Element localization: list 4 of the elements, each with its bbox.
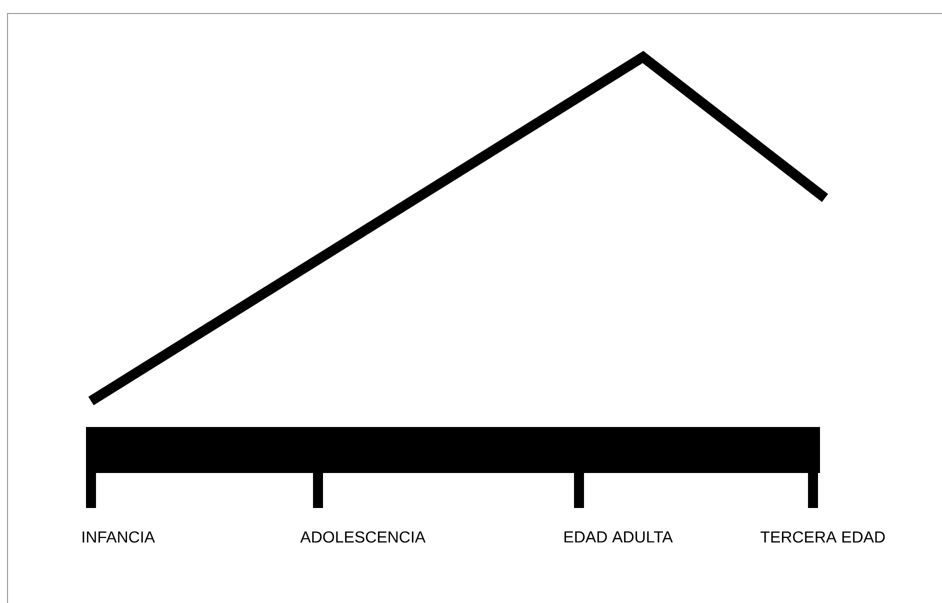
stage-label: ADOLESCENCIA <box>300 531 426 543</box>
stage-label: TERCERA EDAD <box>760 531 885 543</box>
stage-label: INFANCIA <box>82 531 155 543</box>
stage-label: EDAD ADULTA <box>564 531 673 543</box>
